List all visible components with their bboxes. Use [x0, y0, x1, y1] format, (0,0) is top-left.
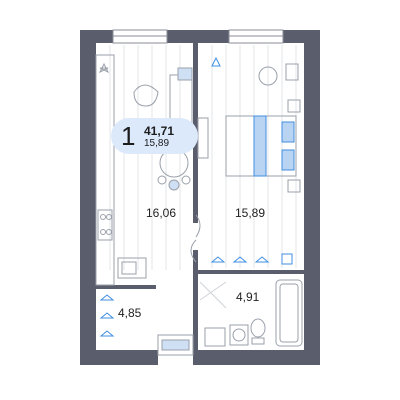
floor-hatching: [109, 45, 297, 270]
bathroom-sink: [204, 327, 226, 347]
washing-machine: [229, 324, 249, 346]
nightstand: [287, 99, 301, 113]
bathroom-area-label: 4,91: [236, 290, 260, 304]
toilet: [250, 318, 266, 338]
sink: [117, 257, 147, 279]
kitchen-area-label: 16,06: [146, 206, 177, 220]
bedroom-area-label: 15,89: [235, 206, 266, 220]
outer-walls: [80, 30, 320, 365]
tile-hatch: [199, 281, 227, 309]
plant-bedroom: [211, 56, 221, 67]
dining-chair: [168, 179, 180, 191]
bedroom-furniture: [197, 56, 301, 193]
kitchen-counter: [95, 54, 115, 286]
entrance: [157, 214, 201, 356]
nightstand-2: [287, 179, 301, 193]
cooktop: [97, 209, 113, 241]
bathroom-fixtures: [199, 279, 303, 347]
total-area: 41,71: [144, 124, 175, 138]
tshirt-icon: [281, 253, 293, 265]
apartment-badge: 1 41,71 15,89: [111, 118, 198, 154]
room-count: 1: [121, 121, 136, 151]
wardrobe: [197, 117, 209, 159]
armchair: [133, 84, 159, 107]
desk-chair: [258, 66, 278, 86]
bathtub: [275, 279, 303, 347]
plant-kitchen: [98, 62, 110, 74]
windows: [112, 29, 284, 44]
living-area: 15,89: [144, 138, 170, 149]
wardrobe-hangers: [99, 253, 293, 337]
tv-stand: [285, 63, 299, 81]
hall-area-label: 4,85: [118, 306, 142, 320]
entrance-door: [157, 334, 194, 356]
interior-walls: [96, 43, 304, 350]
